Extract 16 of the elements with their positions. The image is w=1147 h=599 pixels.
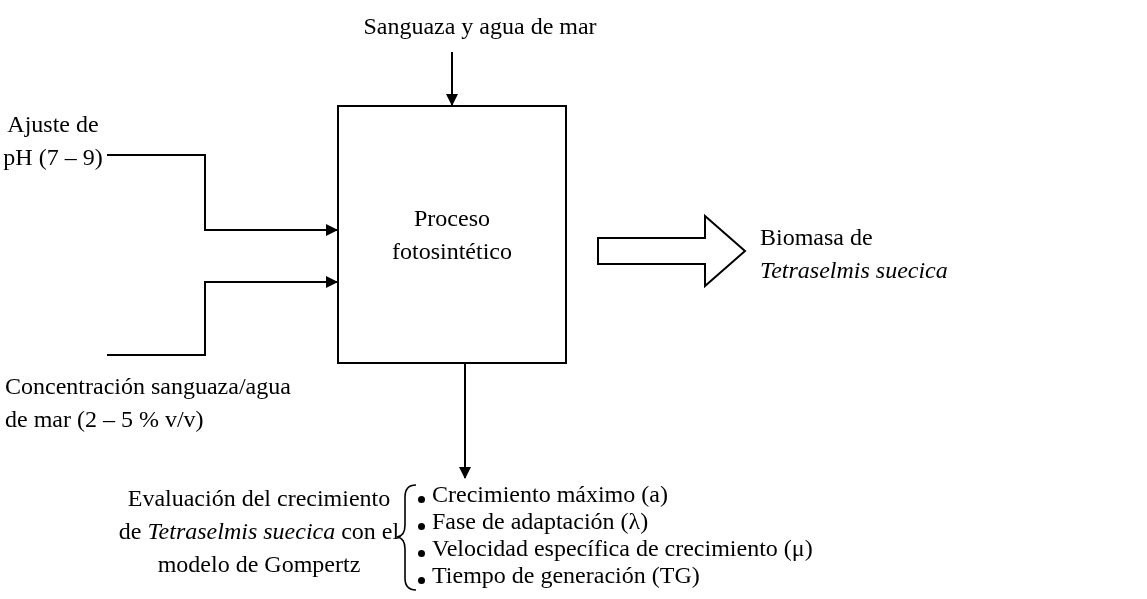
arrow bbox=[106, 276, 338, 356]
process-text: Proceso fotosintético bbox=[391, 203, 513, 266]
bullet-item: Tiempo de generación (TG) bbox=[416, 562, 813, 589]
bullet-item: Fase de adaptación (λ) bbox=[416, 508, 813, 535]
input-label: Sanguaza y agua de mar bbox=[362, 12, 598, 41]
output-label: Evaluación del crecimiento de Tetraselmis suecica con el modelo de Gompertz bbox=[118, 484, 400, 579]
block-arrow bbox=[597, 213, 747, 289]
input-label: Ajuste de pH (7 – 9) bbox=[2, 110, 104, 172]
bullet-item: Velocidad específica de crecimiento (μ) bbox=[416, 535, 813, 562]
process-box bbox=[337, 105, 567, 364]
output-label: Biomasa de Tetraselmis suecica bbox=[760, 223, 949, 285]
arrow bbox=[446, 51, 458, 106]
arrow bbox=[106, 154, 338, 236]
bullet-item: Crecimiento máximo (a) bbox=[416, 481, 813, 508]
input-label: Concentración sanguaza/agua de mar (2 – 5 % v/v) bbox=[5, 372, 292, 434]
arrow bbox=[459, 363, 471, 479]
